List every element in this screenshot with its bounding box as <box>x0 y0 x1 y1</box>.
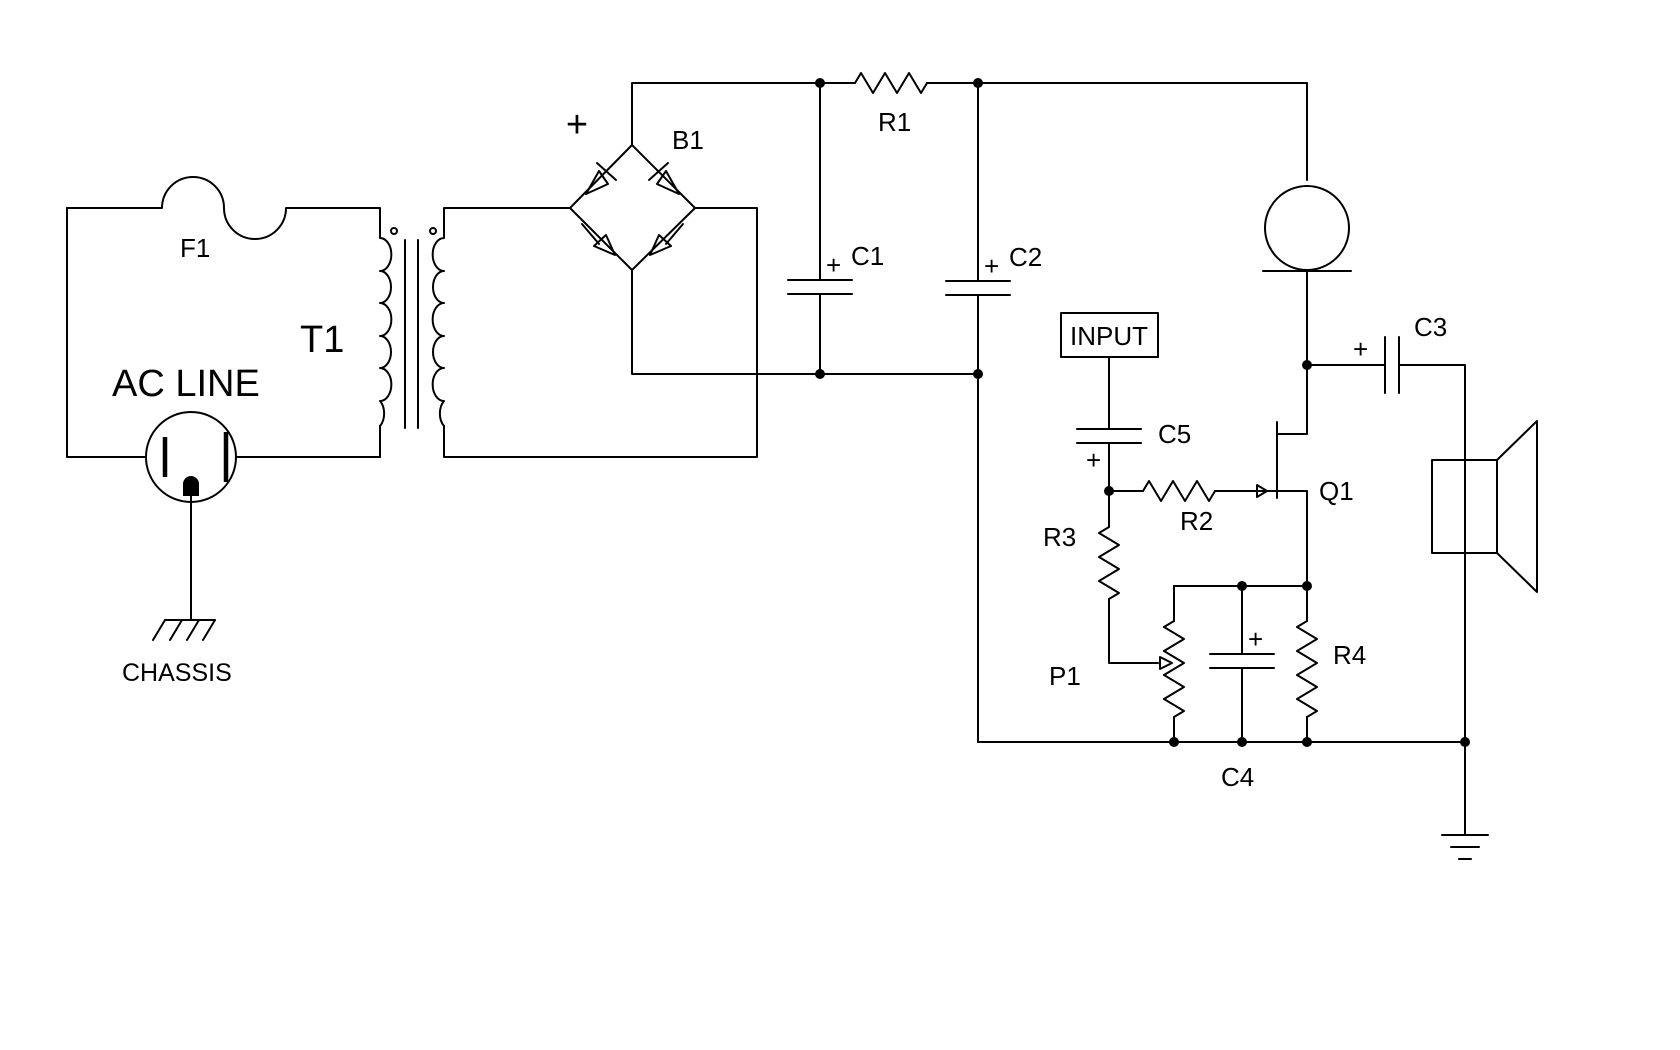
bridge-outline <box>569 144 696 271</box>
r1-label: R1 <box>878 107 911 137</box>
bridge-b1-label: B1 <box>672 125 704 155</box>
diode-lower-left-icon <box>581 223 616 256</box>
r2-label: R2 <box>1180 506 1213 536</box>
junction-dot <box>973 78 983 88</box>
bridge-positive-wire <box>631 82 821 146</box>
base-arrow-icon <box>1256 484 1268 498</box>
c1-plus-label: + <box>826 250 841 280</box>
junction-dot <box>1237 737 1247 747</box>
c5-label: C5 <box>1158 419 1191 449</box>
resistor-r1 <box>854 72 928 94</box>
secondary-circuit <box>443 207 758 458</box>
ac-line-label: AC LINE <box>112 363 260 405</box>
potentiometer-p1 <box>1163 620 1185 718</box>
bridge-plus-label: + <box>566 104 588 146</box>
transformer-t1 <box>379 227 445 429</box>
chassis-ground-icon <box>152 619 216 641</box>
fuse-f1-label: F1 <box>180 233 210 263</box>
junction-dot <box>1237 581 1247 591</box>
diode-lower-right-icon <box>649 223 684 256</box>
c4-plus-label: + <box>1248 624 1263 654</box>
p1-label: P1 <box>1049 661 1081 691</box>
c2-plus-label: + <box>984 251 999 281</box>
resistor-r2 <box>1142 480 1216 502</box>
speaker-field-coil <box>1262 185 1352 366</box>
junction-dot <box>1302 737 1312 747</box>
resistor-r4 <box>1296 620 1318 718</box>
junction-dot <box>1302 360 1312 370</box>
diode-upper-right-icon <box>648 162 680 195</box>
pot-wiper-arrow-icon <box>1159 656 1173 670</box>
c1-label: C1 <box>851 241 884 271</box>
rail-to-speaker-field <box>977 82 1308 181</box>
secondary-coil <box>431 227 445 427</box>
junction-dot <box>973 369 983 379</box>
r3-label: R3 <box>1043 522 1076 552</box>
output-stage: + C3 <box>1302 312 1538 860</box>
junction-dot <box>1104 486 1114 496</box>
c3-plus-label: + <box>1353 334 1368 364</box>
earth-ground-icon <box>1441 834 1489 860</box>
secondary-bottom-wire <box>443 207 758 458</box>
q1-drain-lead <box>1276 364 1308 435</box>
bridge-rectifier-b1: + B1 <box>566 104 704 271</box>
junction-dot <box>1169 737 1179 747</box>
speaker-icon <box>1431 420 1538 593</box>
input-stage: INPUT + C5 R2 R3 <box>1043 312 1268 670</box>
junction-dot <box>815 369 825 379</box>
secondary-top-wire <box>443 207 571 229</box>
r4-label: R4 <box>1333 640 1366 670</box>
transistor-q1: Q1 <box>1266 364 1354 580</box>
primary-polarity-dot <box>390 227 398 235</box>
c4-label: C4 <box>1221 762 1254 792</box>
secondary-polarity-dot <box>429 227 437 235</box>
c2-label: C2 <box>1009 242 1042 272</box>
chassis-label: CHASSIS <box>122 659 232 687</box>
input-label: INPUT <box>1070 321 1148 351</box>
primary-coil <box>379 227 393 427</box>
fuse-f1-symbol <box>66 176 381 240</box>
c5-plus-label: + <box>1086 445 1101 475</box>
outlet-ground-pin <box>183 476 199 496</box>
diode-upper-left-icon <box>585 162 617 195</box>
junction-dot <box>815 78 825 88</box>
resistor-r3 <box>1098 526 1120 600</box>
q1-source-lead <box>1276 490 1308 580</box>
junction-dot <box>1302 581 1312 591</box>
bias-network: P1 + C4 R4 <box>1049 578 1366 792</box>
transformer-t1-label: T1 <box>300 319 344 361</box>
power-supply-filter: R1 + C1 + C2 <box>631 72 1466 743</box>
ac-outlet <box>145 411 237 503</box>
field-coil-circle <box>1264 185 1350 271</box>
q1-label: Q1 <box>1319 476 1354 506</box>
c3-to-speaker-wire <box>1398 364 1466 743</box>
c3-label: C3 <box>1414 312 1447 342</box>
junction-dot <box>1460 737 1470 747</box>
primary-circuit <box>66 176 381 641</box>
r3-to-wiper-wire <box>1108 598 1159 664</box>
bridge-negative-wire <box>631 269 979 375</box>
